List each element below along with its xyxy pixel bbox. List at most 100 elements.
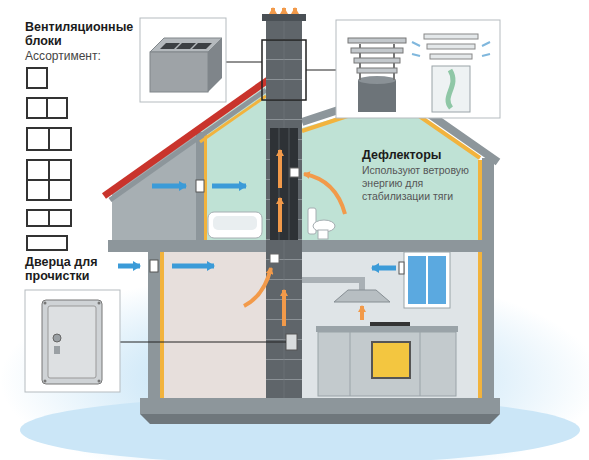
kitchen-part — [302, 280, 362, 290]
exhaust-air-arrows-part — [282, 290, 286, 326]
block-assortment-icons-part — [27, 210, 71, 226]
deflectors-inset-part — [448, 70, 453, 108]
house-cutaway-part — [140, 398, 500, 414]
cleaning-door-inset-part — [53, 334, 61, 342]
exhaust-air-arrows-part — [244, 268, 271, 306]
block-assortment-icons-part — [27, 128, 71, 150]
description-text: Используют ветровую энергию для стабилиз… — [362, 164, 474, 203]
exhaust-air-arrows-part — [293, 8, 297, 13]
vent-block-inset-part — [140, 18, 226, 102]
vent-block-inset-part — [192, 43, 212, 49]
house-cutaway-part — [160, 252, 164, 398]
section-subheading: Ассортимент: — [25, 49, 135, 63]
cleaning-door-inset-part — [98, 302, 101, 305]
cleaning-door-inset-part — [44, 380, 47, 383]
vent-block-inset-part — [208, 38, 222, 92]
fresh-air-arrows — [118, 186, 396, 268]
ventilation-shaft-part — [262, 14, 306, 21]
ventilation-shaft — [262, 14, 306, 398]
kitchen-part — [372, 342, 410, 378]
house-cutaway-part — [148, 246, 160, 400]
cleaning-door-inset-part — [25, 290, 120, 392]
house-cutaway-part — [140, 414, 500, 424]
exhaust-air-arrows-part — [282, 8, 286, 13]
deflectors-inset — [336, 20, 500, 118]
kitchen-part — [334, 290, 390, 302]
leader-lines-part — [306, 70, 336, 71]
ventilation-shaft-part — [279, 128, 280, 240]
house-cutaway-part — [478, 160, 482, 398]
fresh-air-arrows-part — [152, 184, 186, 189]
bathroom-fixtures-part — [213, 216, 257, 230]
ventilation-shaft-part — [290, 168, 299, 177]
kitchen-part — [404, 252, 450, 308]
kitchen — [302, 252, 458, 396]
kitchen-part — [370, 322, 410, 326]
kitchen-part — [316, 326, 458, 332]
cleaning-door-inset-part — [48, 306, 96, 378]
block-assortment-icons-part — [46, 98, 48, 118]
deflectors-inset-part — [482, 42, 490, 46]
fresh-air-arrows-part — [212, 184, 246, 189]
kitchen-part — [318, 332, 456, 396]
section-heading: Дефлекторы — [362, 148, 480, 162]
wall-vents-part — [196, 180, 204, 192]
house-cutaway-part — [160, 252, 266, 398]
deflectors-inset-part — [354, 58, 400, 63]
block-assortment-icons-part — [27, 236, 67, 250]
ventilation-shaft-part — [270, 254, 279, 263]
house-cutaway-part — [302, 252, 478, 398]
exhaust-air-arrows-part — [278, 198, 282, 232]
kitchen-part — [408, 256, 446, 304]
wall-vents-part — [399, 262, 404, 274]
deflectors-inset-part — [482, 54, 490, 56]
ventilation-shaft-part — [270, 128, 298, 240]
block-assortment-icons — [27, 68, 71, 250]
kitchen-part — [426, 256, 428, 304]
deflectors-inset-part — [412, 54, 420, 56]
house-cutaway-part — [200, 96, 266, 142]
deflectors-inset-part — [427, 44, 475, 49]
cleaning-door-inset-part — [44, 302, 47, 305]
cleaning-door-inset — [25, 290, 120, 392]
exhaust-air-arrows-part — [360, 306, 364, 320]
cleaning-door-inset-part — [98, 380, 101, 383]
deflectors-inset-part — [412, 42, 420, 46]
cleaning-door-inset-part — [42, 300, 102, 384]
kitchen-part — [420, 332, 421, 396]
block-assortment-icons-part — [48, 210, 50, 226]
ventilation-shaft-part — [286, 334, 297, 350]
block-assortment-icons-part — [27, 160, 71, 200]
vent-block-inset — [140, 18, 226, 102]
section-heading: Вентиляционные блоки — [25, 20, 140, 48]
fresh-air-arrows-part — [172, 264, 214, 269]
fresh-air-arrows-part — [118, 264, 140, 269]
deflectors-inset-part — [424, 34, 478, 39]
exhaust-air-arrows-part — [304, 174, 345, 214]
bathroom-fixtures-part — [208, 212, 262, 238]
bathroom-fixtures-part — [318, 230, 328, 239]
background-glow-part — [20, 396, 580, 460]
leader-lines-part — [120, 342, 286, 343]
exhaust-air-arrows-part — [278, 150, 282, 188]
ventilation-shaft-part — [289, 128, 290, 240]
deflectors-inset-part — [336, 20, 500, 118]
kitchen-part — [350, 332, 351, 396]
section-heading: Дверца для прочистки — [25, 255, 125, 283]
block-assortment-icons-part — [27, 68, 47, 88]
house-cutaway-part — [196, 132, 204, 246]
ventilation-shaft-part — [262, 40, 306, 100]
deflectors-inset-part — [432, 66, 470, 112]
leader-lines-part — [226, 62, 262, 63]
deflectors-inset-part — [351, 48, 403, 53]
block-assortment-icons-part — [48, 128, 50, 150]
deflectors-inset-part — [358, 80, 396, 112]
block-assortment-icons-part — [27, 179, 71, 181]
ventilation-shaft-part — [266, 20, 302, 398]
vent-block-inset-part — [150, 52, 208, 92]
bathroom-fixtures-part — [308, 208, 316, 234]
house-cutaway-part — [110, 90, 266, 200]
house-cutaway-part — [482, 158, 494, 400]
exhaust-air-arrows-part — [271, 8, 275, 13]
